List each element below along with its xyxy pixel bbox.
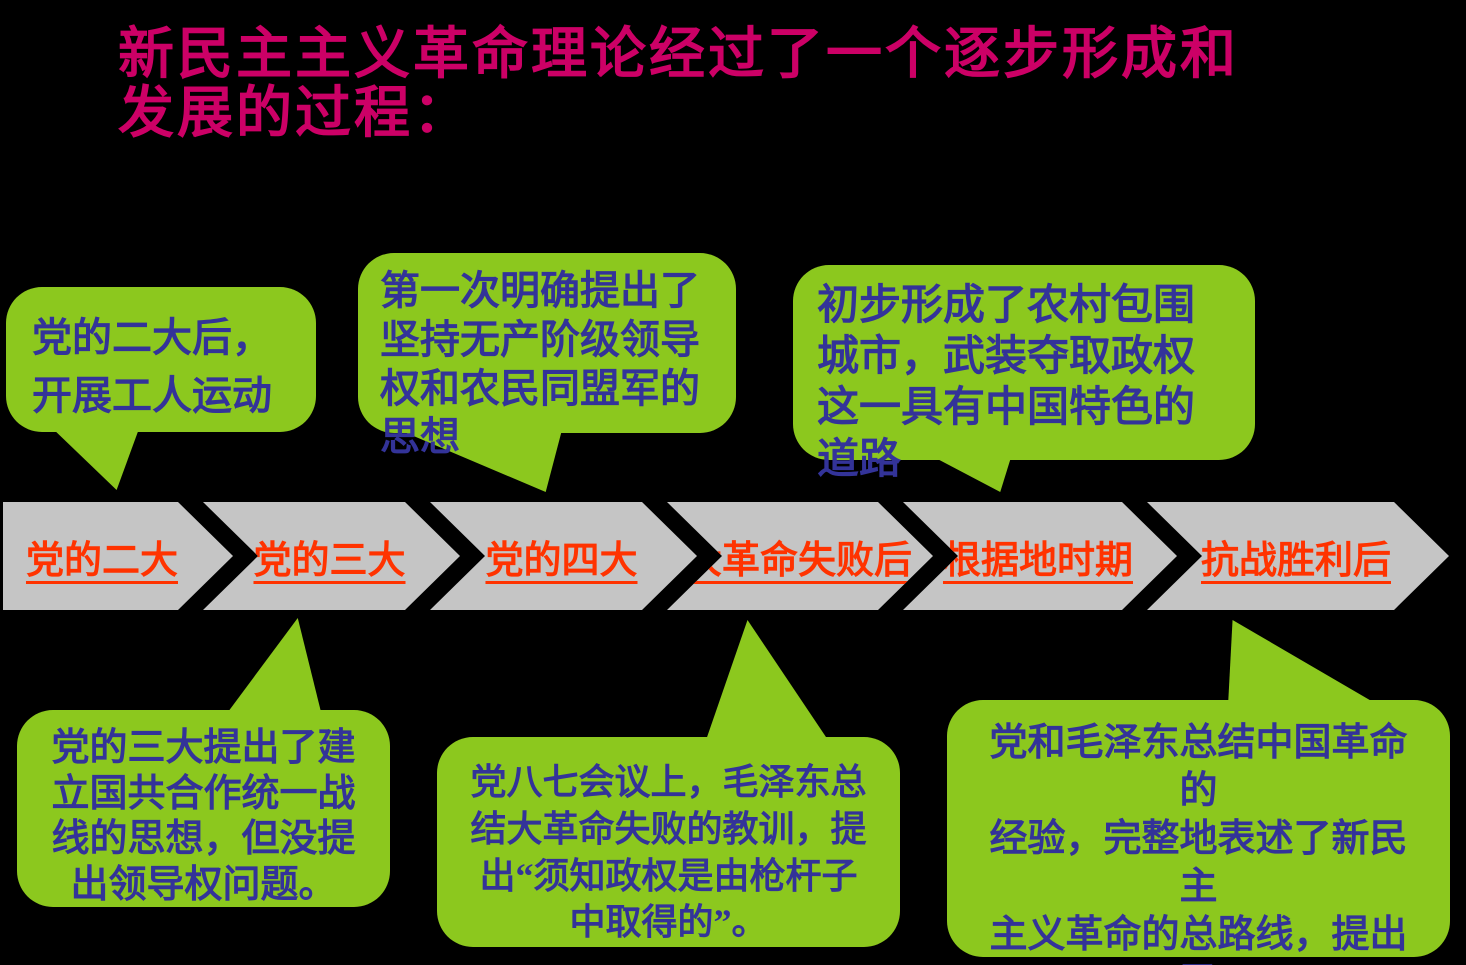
stage-arrow-party-3rd-congress: 党的三大 bbox=[203, 502, 460, 610]
callout-bottom-middle: 党八七会议上，毛泽东总 结大革命失败的教训，提 出“须知政权是由枪杆子 中取得的… bbox=[437, 737, 900, 947]
callout-tail-bottom-right bbox=[1228, 620, 1380, 706]
stage-label: 根据地时期 bbox=[942, 539, 1133, 582]
stage-label: 抗战胜利后 bbox=[1200, 539, 1391, 582]
stage-arrow-party-4th-congress: 党的四大 bbox=[430, 502, 697, 610]
callout-tail-bottom-middle bbox=[705, 620, 830, 743]
callout-top-right: 初步形成了农村包围 城市，武装夺取政权 这一具有中国特色的 道路 bbox=[793, 265, 1255, 483]
stage-label: 党的四大 bbox=[485, 539, 638, 582]
callout-top-left: 党的二大后， 开展工人运动 bbox=[6, 287, 316, 432]
stage-label: 大革命失败后 bbox=[684, 539, 913, 582]
callout-tail-bottom-left bbox=[225, 618, 322, 716]
callout-top-right-text: 初步形成了农村包围 城市，武装夺取政权 这一具有中国特色的 道路 bbox=[817, 283, 1196, 483]
stage-label: 党的三大 bbox=[253, 539, 406, 582]
callout-tail-top-left bbox=[50, 426, 140, 490]
stage-label: 党的二大 bbox=[25, 539, 178, 582]
callout-bottom-middle-text: 党八七会议上，毛泽东总 结大革命失败的教训，提 出“须知政权是由枪杆子 中取得的… bbox=[470, 762, 867, 943]
callout-top-left-text: 党的二大后， 开展工人运动 bbox=[32, 315, 272, 418]
stage-arrow-after-revolution-failure: 大革命失败后 bbox=[667, 502, 933, 610]
callout-bottom-left-text: 党的三大提出了建 立国共合作统一战 线的思想，但没提 出领导权问题。 bbox=[51, 727, 356, 906]
stage-arrow-after-anti-japanese-war-victory: 抗战胜利后 bbox=[1147, 502, 1449, 610]
callout-bottom-right: 党和毛泽东总结中国革命的 经验，完整地表述了新民主 主义革命的总路线，提出了 从… bbox=[947, 700, 1450, 965]
callout-top-middle: 第一次明确提出了 坚持无产阶级领导 权和农民同盟军的 思想 bbox=[358, 253, 736, 459]
stage-arrow-party-2nd-congress: 党的二大 bbox=[3, 502, 233, 610]
callout-top-middle-text: 第一次明确提出了 坚持无产阶级领导 权和农民同盟军的 思想 bbox=[380, 268, 700, 460]
stage-arrow-base-area-period: 根据地时期 bbox=[903, 502, 1177, 610]
slide-title: 新民主主义革命理论经过了一个逐步形成和 发展的过程： bbox=[118, 24, 1239, 145]
callout-bottom-right-text: 党和毛泽东总结中国革命的 经验，完整地表述了新民主 主义革命的总路线，提出了 从… bbox=[989, 722, 1408, 965]
callout-bottom-left: 党的三大提出了建 立国共合作统一战 线的思想，但没提 出领导权问题。 bbox=[17, 710, 390, 907]
